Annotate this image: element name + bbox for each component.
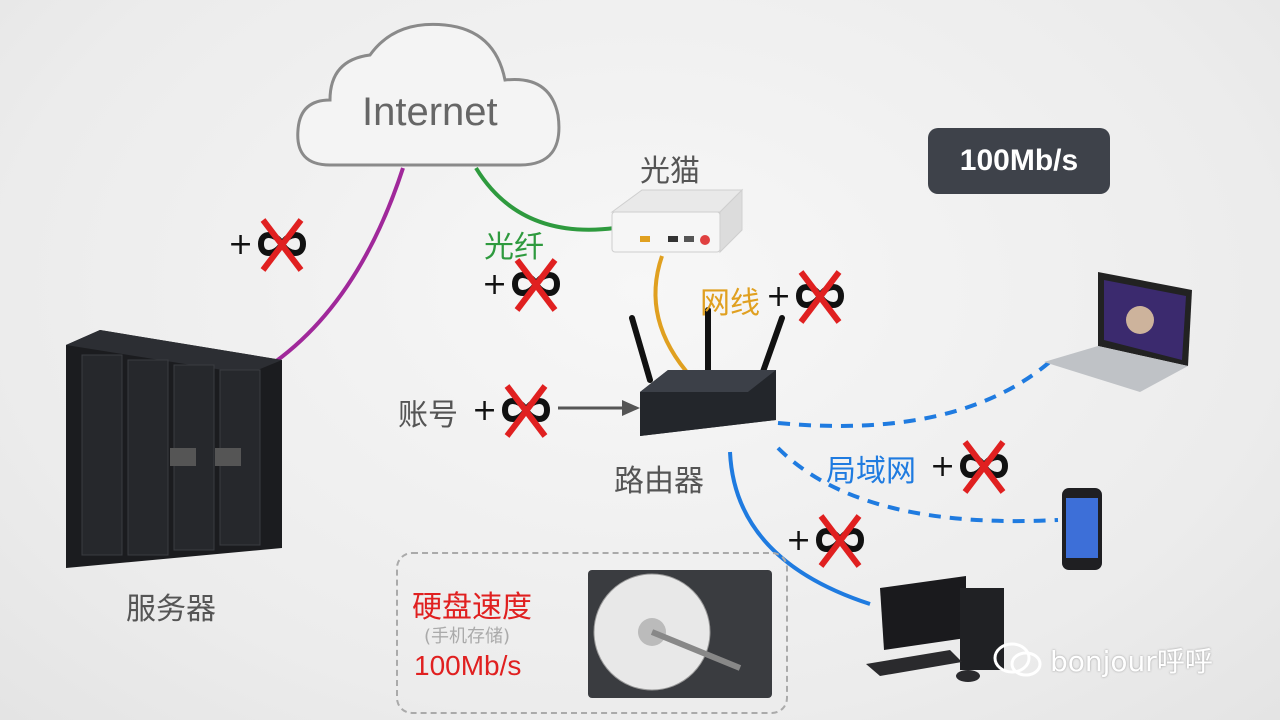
plus-sign: + <box>930 448 956 484</box>
disk-speed-box <box>396 552 788 714</box>
disk-title: 硬盘速度 <box>412 590 532 625</box>
infinity-badge-server: + <box>228 214 309 274</box>
phone-wifi-link <box>776 446 1059 524</box>
crossed-infinity-icon <box>499 380 553 440</box>
crossed-infinity-icon <box>255 214 309 274</box>
crossed-infinity-icon <box>509 254 563 314</box>
phone-device <box>1062 488 1102 570</box>
crossed-infinity-icon <box>813 510 867 570</box>
infinity-badge-lan: + <box>930 436 1011 496</box>
ethernet-link <box>653 255 694 380</box>
crossed-infinity-icon <box>793 266 847 326</box>
laptop-device <box>1044 272 1192 392</box>
internet-cloud <box>296 22 561 167</box>
plus-sign: + <box>472 392 498 428</box>
infinity-badge-fiber: + <box>482 254 563 314</box>
server-internet-link <box>273 167 405 364</box>
plus-sign: + <box>482 266 508 302</box>
speed-badge: 100Mb/s <box>928 128 1110 194</box>
laptop-wifi-link <box>777 358 1054 428</box>
hard-disk <box>588 570 772 698</box>
account-arrow-head <box>622 400 640 416</box>
router-device <box>629 307 785 436</box>
ethernet-label: 网线 <box>700 286 760 321</box>
modem-device <box>610 188 744 254</box>
infinity-badge-ethernet: + <box>766 266 847 326</box>
fiber-label: 光纤 <box>484 230 544 265</box>
disk-subtitle: (手机存储) <box>424 626 511 647</box>
plus-sign: + <box>766 278 792 314</box>
internet-label: Internet <box>362 90 498 134</box>
disk-speed: 100Mb/s <box>414 650 522 681</box>
wechat-icon <box>992 640 1044 680</box>
pc-wired-link <box>728 451 871 606</box>
plus-sign: + <box>228 226 254 262</box>
server-rack <box>66 330 282 568</box>
infinity-badge-account: + <box>472 380 553 440</box>
lan-label: 局域网 <box>826 454 916 489</box>
infinity-badge-wired: + <box>786 510 867 570</box>
account-label: 账号 <box>398 398 458 433</box>
plus-sign: + <box>786 522 812 558</box>
desktop-pc <box>866 576 1004 682</box>
crossed-infinity-icon <box>957 436 1011 496</box>
server-label: 服务器 <box>126 592 216 627</box>
router-label: 路由器 <box>614 464 704 499</box>
modem-label: 光猫 <box>640 154 700 189</box>
fiber-link <box>474 166 616 232</box>
watermark-text: bonjour呼呼 <box>1050 645 1213 678</box>
watermark: bonjour呼呼 <box>992 640 1213 680</box>
